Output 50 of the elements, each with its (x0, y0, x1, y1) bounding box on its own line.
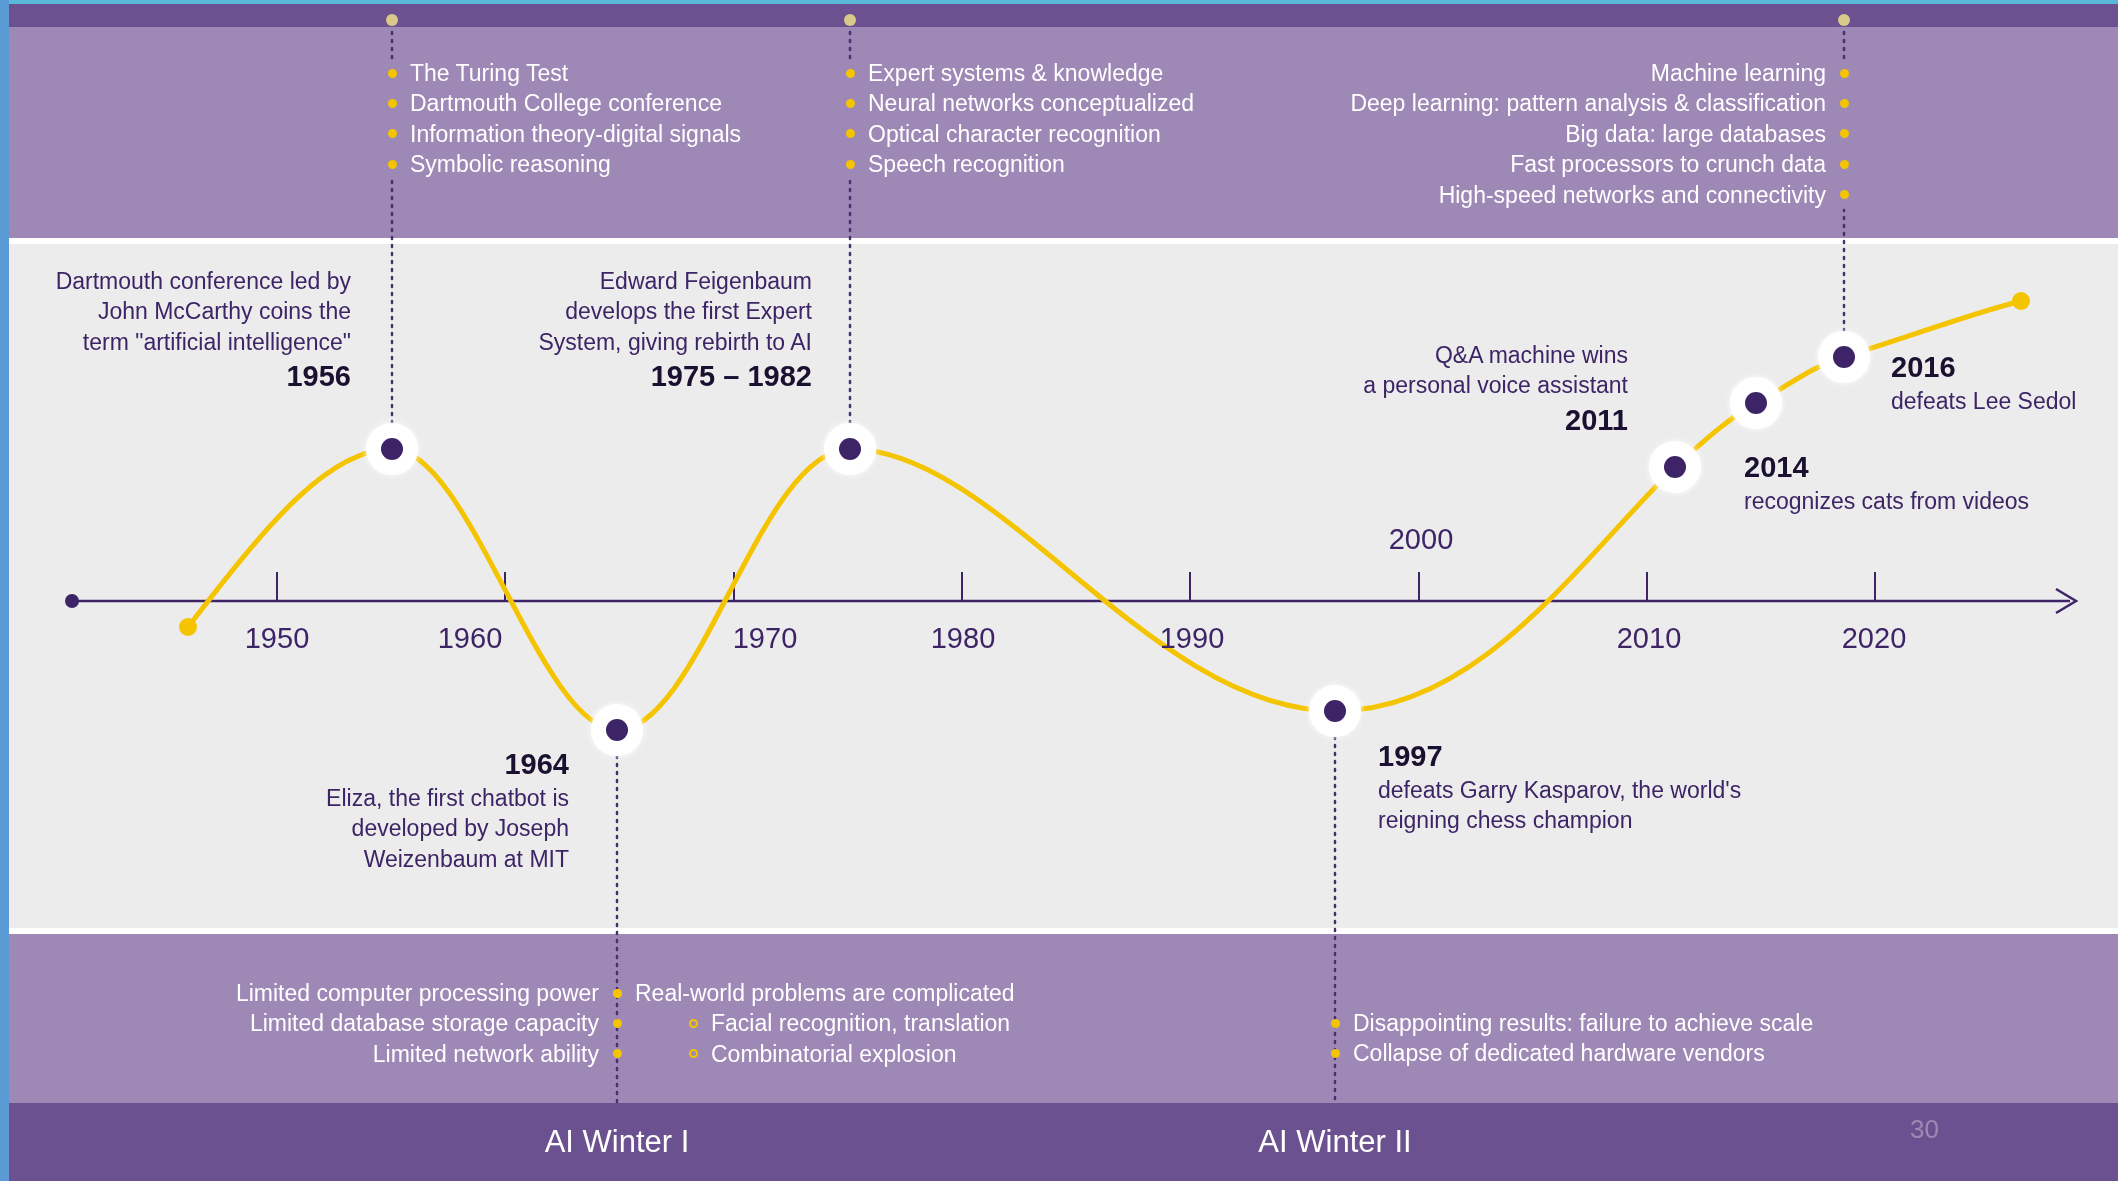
event-description: defeats Garry Kasparov, the world's reigning chess champion (1378, 776, 1743, 836)
list-item: Machine learning (1650, 58, 1826, 88)
year-label: 2010 (1616, 621, 1682, 657)
list-item: Limited database storage capacity (249, 1009, 599, 1039)
year-label: 1950 (244, 621, 310, 657)
event-year: 1956 (286, 359, 351, 395)
list-item: Speech recognition (868, 150, 1065, 180)
leader-line (848, 178, 852, 425)
list-item: Deep learning: pattern analysis & classification (1350, 89, 1826, 119)
year-label: 1960 (437, 621, 503, 657)
list-item: Combinatorial explosion (711, 1039, 957, 1069)
event-description: Q&A machine wins (1434, 341, 1628, 370)
event-year: 1997 (1378, 739, 1443, 774)
event-description: Edward Feigenbaum develops the first Expert System, giving rebirth to AI (537, 267, 812, 357)
list-item: Fast processors to crunch data (1510, 150, 1826, 180)
period-label: AI Winter II (1258, 1122, 1412, 1161)
list-item: Facial recognition, translation (711, 1009, 1011, 1039)
leader-line (390, 178, 394, 425)
event-year: 1964 (504, 747, 569, 782)
event-description: a personal voice assistant (1363, 371, 1628, 401)
year-label: 2000 (1388, 522, 1454, 558)
list-item: Big data: large databases (1565, 119, 1826, 149)
event-year: 1975 – 1982 (650, 359, 812, 395)
event-description: Dartmouth conference led by John McCarthy coins the term "artificial intelligence" (54, 267, 351, 357)
year-label: 1980 (930, 621, 996, 657)
event-description: defeats Lee Sedol (1891, 387, 2077, 416)
list-item: The Turing Test (410, 58, 569, 88)
year-label: 1970 (732, 621, 798, 657)
list-item: Dartmouth College conference (410, 89, 722, 119)
list-item: Limited computer processing power (235, 978, 599, 1008)
list-item: Optical character recognition (868, 119, 1161, 149)
event-year: 2016 (1891, 350, 1956, 385)
list-item: Collapse of dedicated hardware vendors (1353, 1039, 1765, 1069)
event-description: recognizes cats from videos (1744, 487, 2030, 516)
list-item: Disappointing results: failure to achieve scale (1353, 1008, 1814, 1038)
year-label: 1990 (1159, 621, 1225, 657)
leader-line (1842, 208, 1846, 333)
leader-line (615, 754, 619, 1105)
year-label: 2020 (1841, 621, 1907, 657)
list-item: Expert systems & knowledge (868, 58, 1164, 88)
list-item: Neural networks conceptualized (868, 89, 1194, 119)
list-item: Information theory-digital signals (410, 119, 742, 149)
list-item: Symbolic reasoning (410, 150, 611, 180)
list-item: High-speed networks and connectivity (1438, 180, 1826, 210)
event-year: 2014 (1744, 450, 1809, 485)
period-label: AI Winter I (544, 1122, 690, 1161)
event-description: Eliza, the first chatbot is developed by Joseph Weizenbaum at MIT (325, 784, 569, 874)
list-item: Real-world problems are complicated (635, 978, 1015, 1008)
list-item: Limited network ability (372, 1039, 599, 1069)
event-year: 2011 (1565, 402, 1628, 438)
